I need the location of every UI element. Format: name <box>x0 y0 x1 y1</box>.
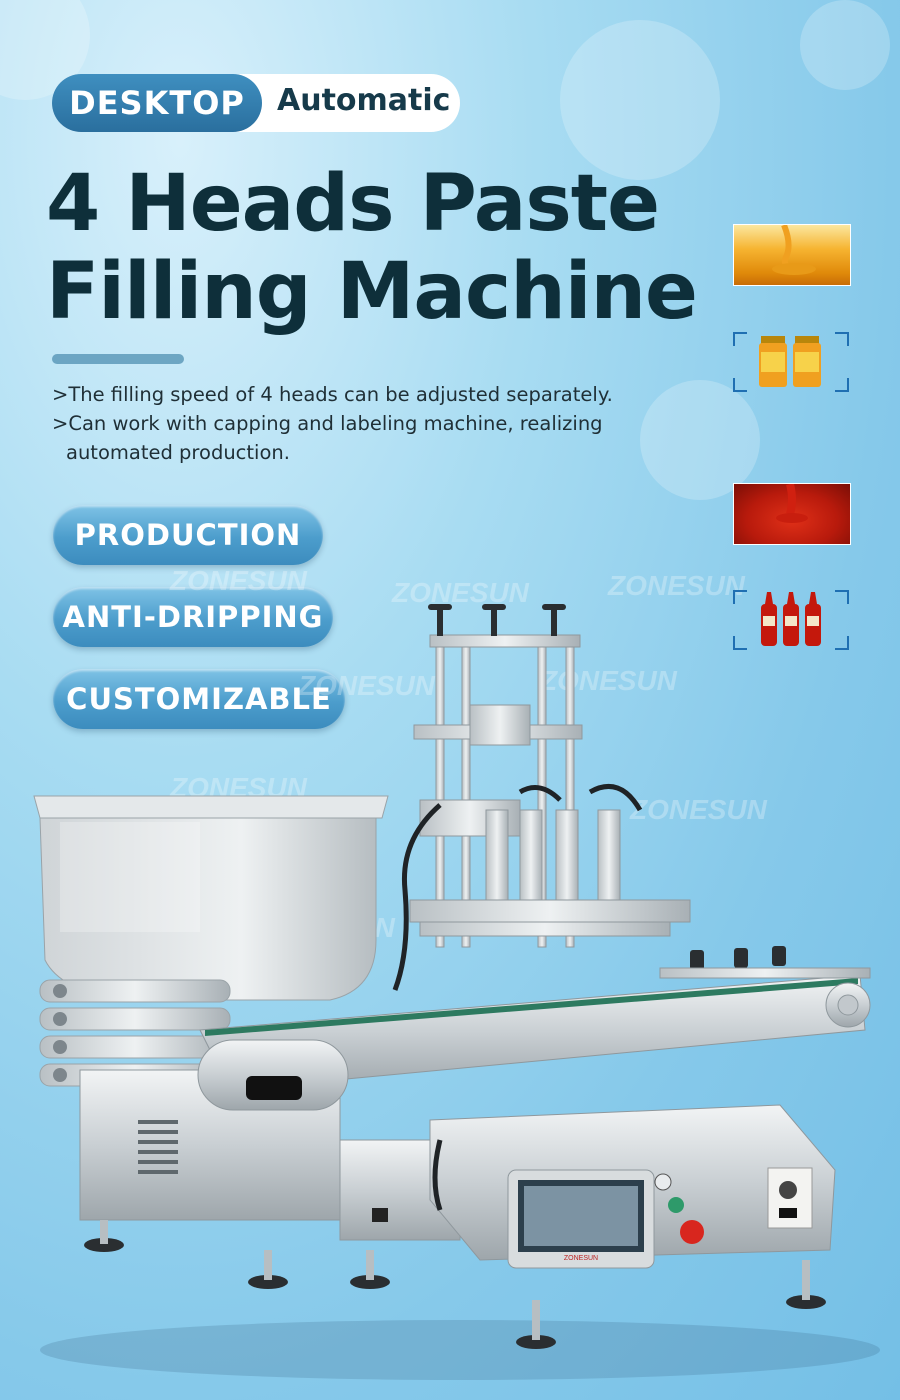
ketchup-bottles-photo <box>761 592 821 646</box>
honey-jars-photo <box>759 336 821 387</box>
badge-automatic-label: Automatic <box>277 83 451 118</box>
page-title: 4 Heads Paste Filling Machine <box>46 159 698 337</box>
header-badge: DESKTOP Automatic <box>52 74 460 132</box>
panel-brand-label: ZONESUN <box>564 1255 598 1262</box>
title-underline <box>52 354 184 364</box>
background-bubble <box>560 20 720 180</box>
watermark: ZONESUN <box>298 670 435 701</box>
title-line-2: Filling Machine <box>46 247 698 337</box>
watermark: ZONESUN <box>170 565 307 596</box>
watermark: ZONESUN <box>608 570 745 601</box>
honey-drip-icon <box>772 223 816 275</box>
ketchup-pour-photo <box>733 483 851 545</box>
description-line-2: >Can work with capping and labeling mach… <box>52 412 603 435</box>
background-bubble <box>640 380 760 500</box>
honey-pour-photo <box>733 223 851 286</box>
description-line-1: >The filling speed of 4 heads can be adj… <box>52 383 613 406</box>
feature-pill-anti-dripping: ANTI-DRIPPING <box>53 587 333 647</box>
feature-pill-production: PRODUCTION <box>53 505 323 565</box>
ketchup-drip-icon <box>776 483 808 523</box>
watermark: ZONESUN <box>540 665 677 696</box>
watermark: ZONESUN <box>392 577 529 608</box>
background-bubble <box>800 0 890 90</box>
paste-filling-machine-photo: ZONESUN <box>33 604 880 1380</box>
watermark: ZONESUN <box>630 794 767 825</box>
badge-desktop-label: DESKTOP <box>52 74 262 132</box>
feature-pill-customizable: CUSTOMIZABLE <box>53 669 345 729</box>
ketchup-bottles-frame <box>733 590 849 650</box>
description-line-3: automated production. <box>66 441 290 464</box>
feature-description: >The filling speed of 4 heads can be adj… <box>52 380 652 467</box>
honey-jars-frame <box>733 332 849 392</box>
title-line-1: 4 Heads Paste <box>46 159 660 249</box>
